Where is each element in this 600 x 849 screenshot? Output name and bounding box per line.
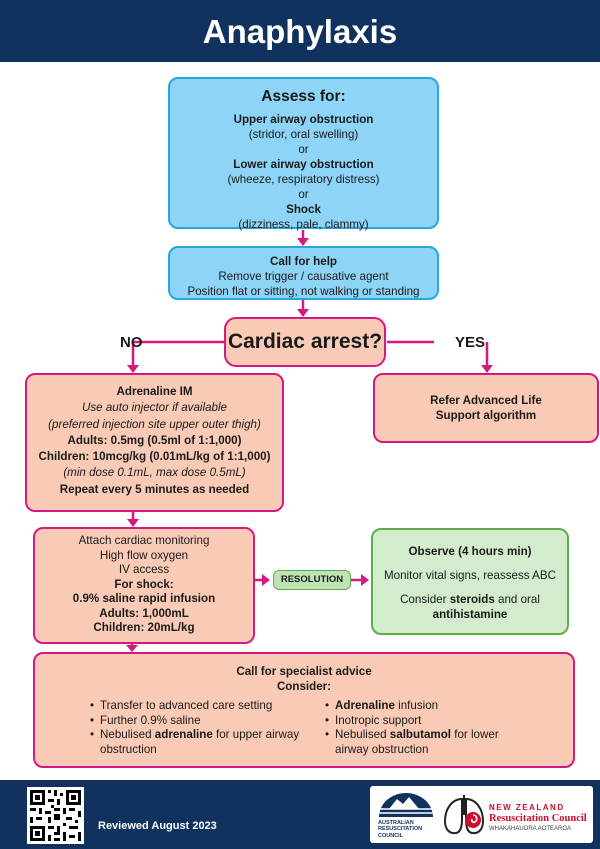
or-separator: or bbox=[298, 143, 309, 156]
shock-treatment-title: For shock: bbox=[114, 577, 174, 591]
observe-line: Consider steroids and oral bbox=[400, 593, 540, 606]
monitoring-line: IV access bbox=[118, 563, 170, 576]
call-help-line: Remove trigger / causative agent bbox=[218, 270, 389, 283]
specialist-left-list: Transfer to advanced care setting Furthe… bbox=[90, 699, 305, 757]
adrenaline-adults-dose: Adults: 0.5mg (0.5ml of 1:1,000) bbox=[67, 433, 242, 447]
adrenaline-line: Use auto injector if available bbox=[81, 401, 227, 415]
specialist-consider: Consider: bbox=[276, 680, 332, 693]
flow-connectors bbox=[126, 230, 493, 652]
observe-box: Observe (4 hours min) Monitor vital sign… bbox=[371, 528, 569, 635]
logo-card: AUSTRALIAN RESUSCITATION COUNCIL NEW ZEA… bbox=[370, 786, 593, 843]
list-item: Inotropic support bbox=[325, 714, 530, 729]
als-box: Refer Advanced Life Support algorithm bbox=[373, 373, 599, 443]
shock-adults-volume: Adults: 1,000mL bbox=[99, 606, 189, 620]
shock-treatment-line: 0.9% saline rapid infusion bbox=[72, 592, 216, 605]
nz-lungs-logo-icon bbox=[443, 795, 485, 835]
shock-children-volume: Children: 20mL/kg bbox=[93, 621, 195, 634]
page-title: Anaphylaxis bbox=[202, 13, 398, 50]
specialist-box: Call for specialist advice Consider: Tra… bbox=[33, 652, 575, 768]
adrenaline-repeat: Repeat every 5 minutes as needed bbox=[59, 482, 250, 496]
list-item: Nebulised salbutamol for lower airway ob… bbox=[325, 728, 530, 757]
cardiac-arrest-decision: Cardiac arrest? bbox=[224, 317, 386, 367]
call-for-help-box: Call for help Remove trigger / causative… bbox=[168, 246, 439, 300]
upper-airway-title: Upper airway obstruction bbox=[233, 113, 374, 126]
qr-code-icon bbox=[30, 790, 81, 841]
observe-line: antihistamine bbox=[432, 608, 508, 621]
list-item: Further 0.9% saline bbox=[90, 714, 305, 729]
page-header: Anaphylaxis bbox=[0, 0, 600, 62]
qr-code[interactable] bbox=[27, 787, 84, 844]
adrenaline-children-dose: Children: 10mcg/kg (0.01mL/kg of 1:1,000… bbox=[38, 450, 271, 464]
lower-airway-title: Lower airway obstruction bbox=[233, 158, 374, 171]
list-item: Nebulised adrenaline for upper airway ob… bbox=[90, 728, 305, 757]
shock-detail: (dizziness, pale, clammy) bbox=[238, 218, 369, 231]
adrenaline-line: (preferred injection site upper outer th… bbox=[48, 417, 261, 431]
als-line: Refer Advanced Life bbox=[430, 394, 542, 407]
arc-logo-text: AUSTRALIAN RESUSCITATION COUNCIL bbox=[378, 820, 423, 839]
yes-label: YES bbox=[455, 334, 486, 351]
reviewed-date: Reviewed August 2023 bbox=[98, 820, 217, 832]
observe-title: Observe (4 hours min) bbox=[408, 545, 532, 558]
adrenaline-dose-range: (min dose 0.1mL, max dose 0.5mL) bbox=[63, 466, 246, 480]
no-label: NO bbox=[120, 334, 143, 351]
observe-line: Monitor vital signs, reassess ABC bbox=[383, 569, 557, 582]
monitoring-line: High flow oxygen bbox=[99, 548, 189, 562]
assess-heading: Assess for: bbox=[261, 88, 346, 105]
specialist-right-list: Adrenaline infusion Inotropic support Ne… bbox=[325, 699, 530, 757]
list-item: Transfer to advanced care setting bbox=[90, 699, 305, 714]
decision-question: Cardiac arrest? bbox=[227, 330, 383, 353]
specialist-title: Call for specialist advice bbox=[236, 665, 372, 678]
als-line: Support algorithm bbox=[435, 409, 537, 422]
resolution-label: RESOLUTION bbox=[273, 570, 351, 590]
call-help-line: Position flat or sitting, not walking or… bbox=[187, 285, 420, 298]
monitoring-line: Attach cardiac monitoring bbox=[78, 534, 210, 547]
or-separator: or bbox=[298, 188, 309, 201]
lower-airway-detail: (wheeze, respiratory distress) bbox=[227, 173, 380, 186]
call-help-title: Call for help bbox=[270, 255, 337, 268]
list-item: Adrenaline infusion bbox=[325, 699, 530, 714]
adrenaline-im-box: Adrenaline IM Use auto injector if avail… bbox=[25, 373, 284, 512]
resolution-text: RESOLUTION bbox=[280, 574, 344, 585]
upper-airway-detail: (stridor, oral swelling) bbox=[248, 128, 359, 141]
arc-logo-icon bbox=[377, 793, 435, 817]
monitoring-box: Attach cardiac monitoring High flow oxyg… bbox=[33, 527, 255, 644]
shock-title: Shock bbox=[286, 203, 321, 216]
adrenaline-title: Adrenaline IM bbox=[116, 385, 193, 398]
assess-box: Assess for: Upper airway obstruction (st… bbox=[168, 77, 439, 231]
nz-logo-text: NEW ZEALAND Resuscitation Council WHAKAH… bbox=[489, 803, 587, 832]
